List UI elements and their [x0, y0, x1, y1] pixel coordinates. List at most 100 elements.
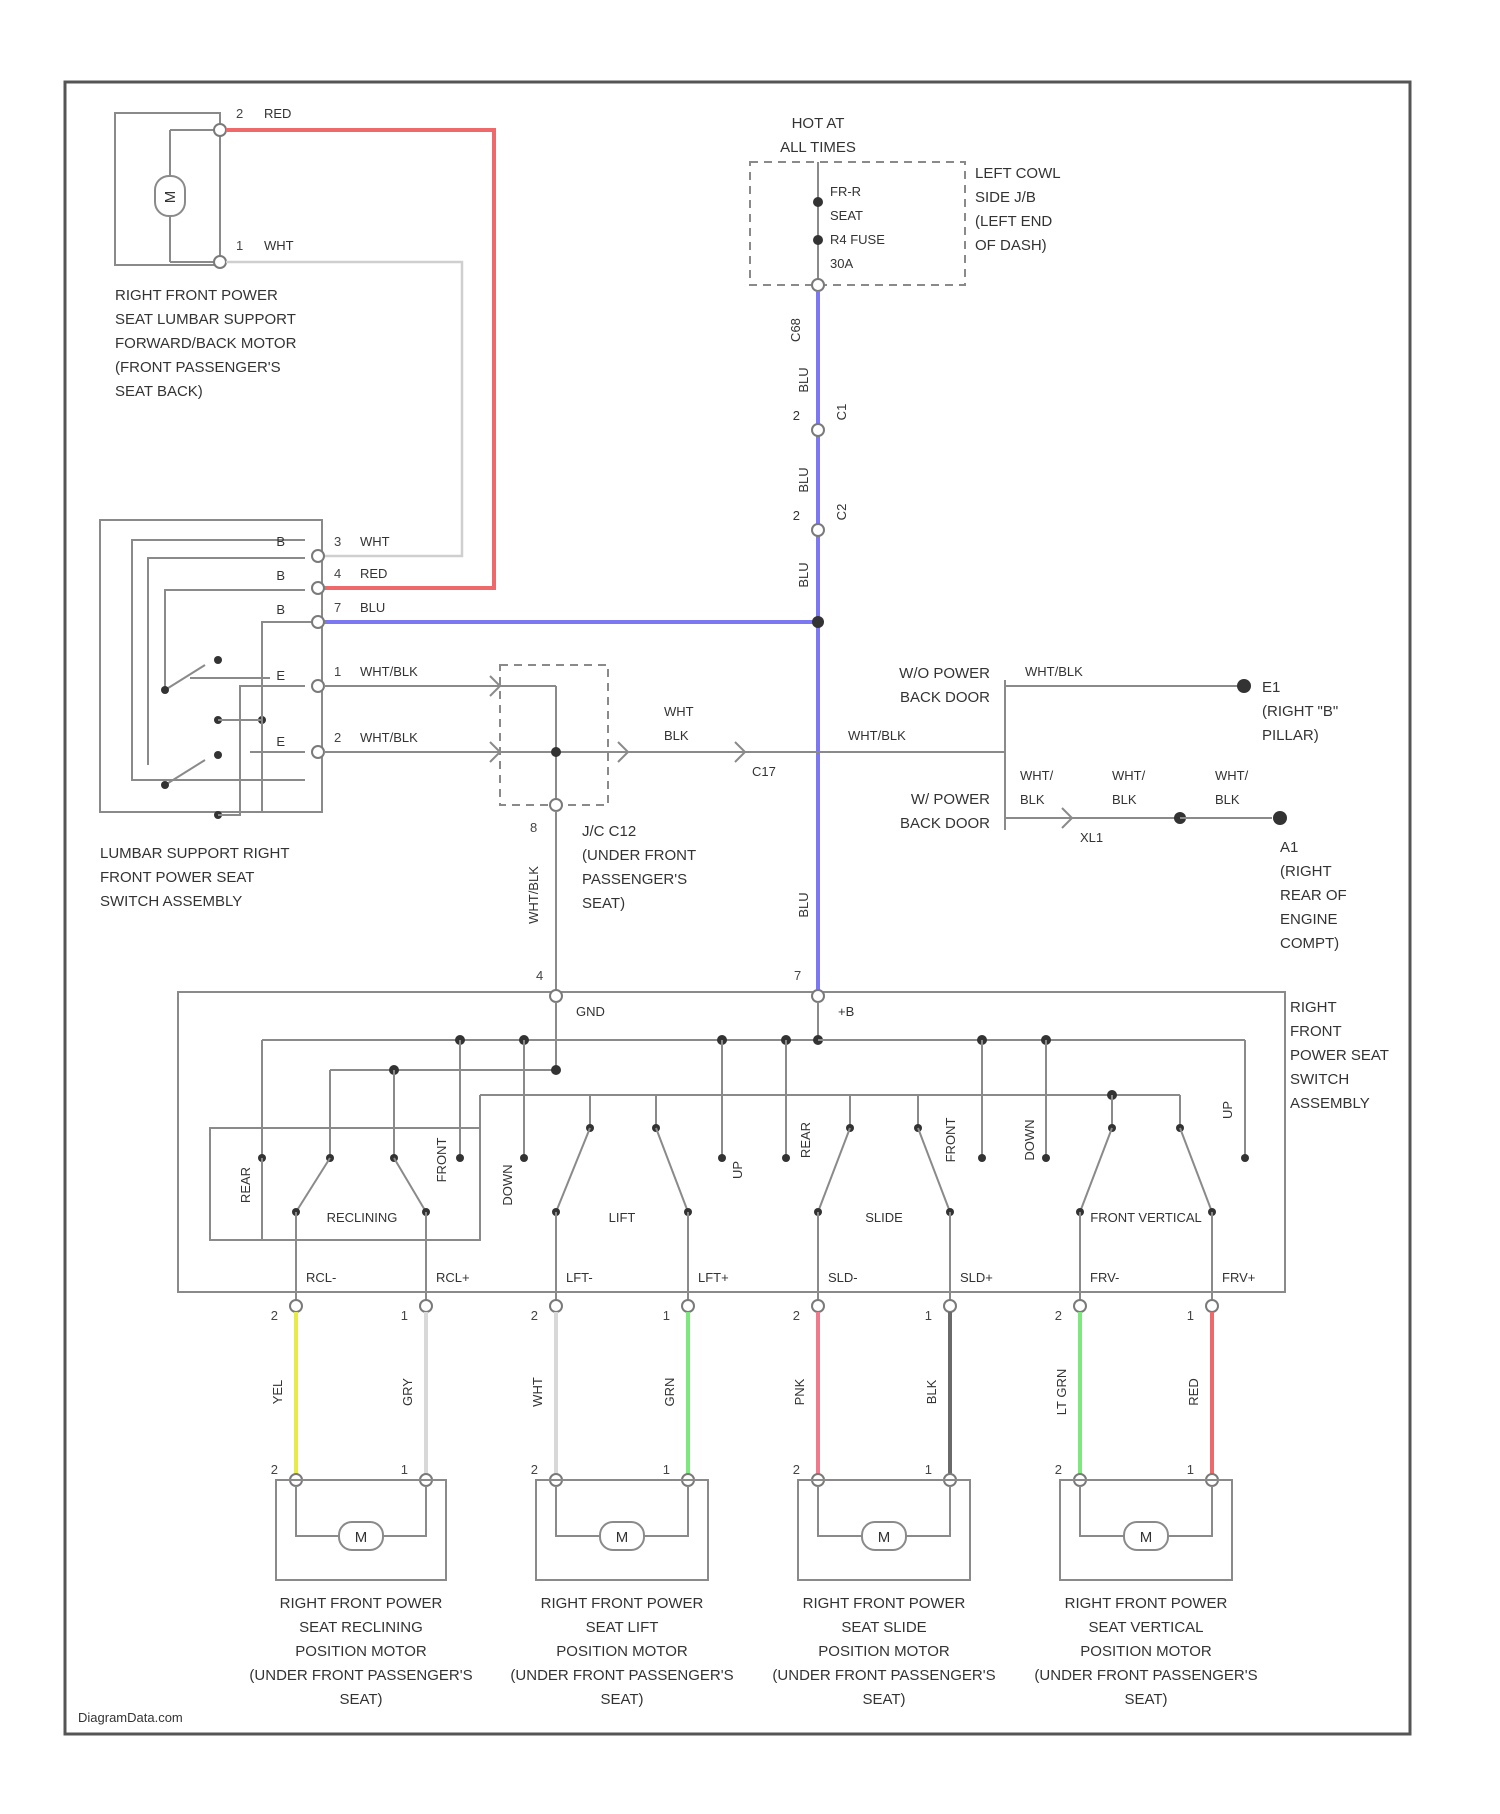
lumbar-motor-name-1: RIGHT FRONT POWER	[115, 287, 278, 304]
motor-pin-bottom: 1	[925, 1462, 932, 1477]
group-front-vertical: FRONT VERTICAL	[1090, 1210, 1201, 1225]
motor-pin-top: 2	[271, 1308, 278, 1323]
junction-name-4: SEAT)	[582, 895, 625, 912]
output-frv-plus: FRV+	[1222, 1270, 1255, 1285]
ground-e1-2: (RIGHT "B"	[1262, 703, 1338, 720]
motor-symbol: M	[616, 1529, 629, 1546]
motor-name-line: POSITION MOTOR	[556, 1643, 688, 1660]
motor-wire-label: LT GRN	[1054, 1369, 1069, 1415]
ground-wo-power-1: W/O POWER	[899, 665, 990, 682]
ground-e1-1: E1	[1262, 679, 1280, 696]
output-lft-plus: LFT+	[698, 1270, 729, 1285]
lumbar-switch-wire-3: WHT	[360, 534, 390, 549]
fuse-label-3: R4 FUSE	[830, 232, 885, 247]
motor-pin-bottom: 2	[271, 1462, 278, 1477]
motor-symbol: M	[1140, 1529, 1153, 1546]
lumbar-motor-pin-2: 1	[236, 238, 243, 253]
junction-pin-b: 7	[794, 968, 801, 983]
ground-e1-3: PILLAR)	[1262, 727, 1319, 744]
motor-name-line: SEAT SLIDE	[841, 1619, 926, 1636]
junction-wire: WHT/BLK	[526, 866, 541, 924]
motor-name-line: POSITION MOTOR	[1080, 1643, 1212, 1660]
fuse-label-1: FR-R	[830, 184, 861, 199]
footer-watermark: DiagramData.com	[78, 1710, 183, 1725]
lumbar-switch-mark-3: B	[276, 602, 285, 617]
fuse-label-2: SEAT	[830, 208, 863, 223]
lumbar-motor-name-5: SEAT BACK)	[115, 383, 203, 400]
lumbar-switch-mark-5: E	[276, 734, 285, 749]
lumbar-motor-name-2: SEAT LUMBAR SUPPORT	[115, 311, 296, 328]
group-lift: LIFT	[609, 1210, 636, 1225]
ground-w-wire-2b: BLK	[1112, 792, 1137, 807]
motor-wire-label: BLK	[924, 1379, 939, 1404]
lumbar-switch-wire-4: RED	[360, 566, 387, 581]
motor-name-line: SEAT LIFT	[586, 1619, 659, 1636]
main-switch-name-2: FRONT	[1290, 1023, 1342, 1040]
lumbar-switch-name-1: LUMBAR SUPPORT RIGHT	[100, 845, 289, 862]
motor-name-line: SEAT)	[339, 1691, 382, 1708]
ground-wire-b: WHT/BLK	[848, 728, 906, 743]
motor-symbol: M	[355, 1529, 368, 1546]
contact-up-1: UP	[730, 1161, 745, 1179]
motor-name-line: RIGHT FRONT POWER	[1065, 1595, 1228, 1612]
contact-down-1: DOWN	[500, 1164, 515, 1205]
ground-a1-2: (RIGHT	[1280, 863, 1332, 880]
output-sld-minus: SLD-	[828, 1270, 858, 1285]
ground-a1-5: COMPT)	[1280, 935, 1339, 952]
diagram-frame	[65, 82, 1410, 1734]
motor-pin-top: 2	[531, 1308, 538, 1323]
motor-pin-bottom: 1	[401, 1462, 408, 1477]
motor-name-line: RIGHT FRONT POWER	[541, 1595, 704, 1612]
motor-pin-top: 1	[925, 1308, 932, 1323]
lumbar-switch-name-2: FRONT POWER SEAT	[100, 869, 254, 886]
ground-wo-wire: WHT/BLK	[1025, 664, 1083, 679]
motor-pin-top: 1	[663, 1308, 670, 1323]
lumbar-motor-wire-2: WHT	[264, 238, 294, 253]
junction-name-3: PASSENGER'S	[582, 871, 687, 888]
contact-rear-1: REAR	[238, 1167, 253, 1203]
power-fuse-block: HOT AT ALL TIMES FR-R SEAT R4 FUSE 30A L…	[750, 115, 1061, 291]
motor-name-line: (UNDER FRONT PASSENGER'S	[510, 1667, 733, 1684]
main-switch-b: +B	[838, 1004, 854, 1019]
ground-wire-a-1: WHT	[664, 704, 694, 719]
ground-w-wire-1b: BLK	[1020, 792, 1045, 807]
ground-conn: C17	[752, 764, 776, 779]
motor-pin-bottom: 1	[1187, 1462, 1194, 1477]
ground-w-wire-2a: WHT/	[1112, 768, 1146, 783]
hot-label-1: HOT AT	[792, 115, 845, 132]
motor-pin-top: 1	[401, 1308, 408, 1323]
lumbar-switch-wire-2: WHT/BLK	[360, 730, 418, 745]
feed-label-blu-2: BLU	[796, 467, 811, 492]
output-sld-plus: SLD+	[960, 1270, 993, 1285]
lumbar-switch-pin-1: 1	[334, 664, 341, 679]
fuse-location-1: LEFT COWL	[975, 165, 1061, 182]
main-switch-name-3: POWER SEAT	[1290, 1047, 1389, 1064]
lumbar-motor-symbol: M	[162, 191, 179, 204]
wire-white-lumbar	[226, 262, 462, 556]
motor-name-line: SEAT VERTICAL	[1088, 1619, 1203, 1636]
motor-pin-bottom: 2	[1055, 1462, 1062, 1477]
feed-label-blu-1: BLU	[796, 367, 811, 392]
motor-1: YEL22GRY11MRIGHT FRONT POWERSEAT RECLINI…	[249, 1300, 472, 1708]
output-lft-minus: LFT-	[566, 1270, 593, 1285]
lumbar-switch-pin-3: 3	[334, 534, 341, 549]
output-rcl-minus: RCL-	[306, 1270, 336, 1285]
group-reclining: RECLINING	[327, 1210, 398, 1225]
motor-name-line: (UNDER FRONT PASSENGER'S	[772, 1667, 995, 1684]
feed-conn-1: 2	[793, 408, 800, 423]
motor-pin-bottom: 2	[531, 1462, 538, 1477]
fuse-label-4: 30A	[830, 256, 853, 271]
motor-name-line: POSITION MOTOR	[818, 1643, 950, 1660]
ground-w-power-1: W/ POWER	[911, 791, 990, 808]
lumbar-switch-assembly: B B B E E 3 WHT 4 RED 7 BLU 1 WHT/BLK 2 …	[100, 520, 418, 910]
motor-symbol: M	[878, 1529, 891, 1546]
motor-wire-label: PNK	[792, 1378, 807, 1405]
lumbar-switch-mark-1: B	[276, 534, 285, 549]
motor-name-line: SEAT)	[1124, 1691, 1167, 1708]
feed-conn-c2: C2	[834, 504, 849, 521]
